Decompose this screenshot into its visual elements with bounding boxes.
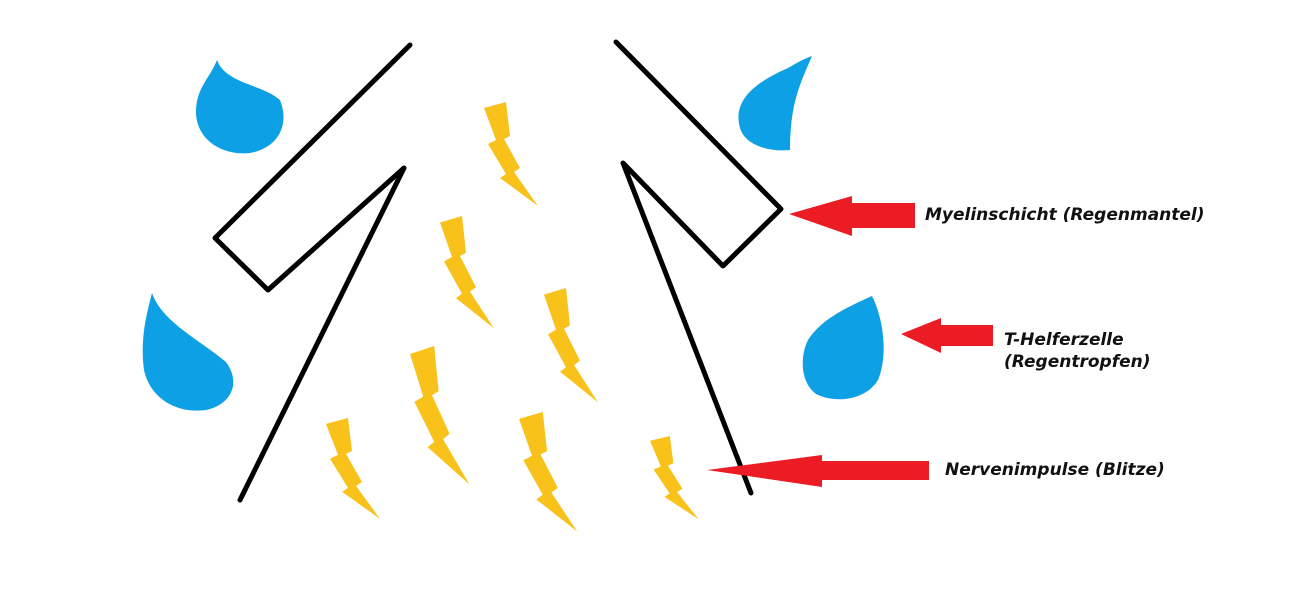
myelin-label-text: Myelinschicht (Regenmantel) [925,205,1205,225]
right-myelin-outline [613,39,784,496]
left-myelin-outline [212,42,413,503]
arrow-left-icon [789,196,915,236]
nerve-impulse-label: Nervenimpulse (Blitze) [945,459,1165,481]
myelin-sheath-lines [212,39,784,503]
raindrop-icon [196,60,284,154]
arrow-left-icon [901,318,993,353]
lightning-bolt-icon [440,216,494,329]
nerve-impulse-label-text: Nervenimpulse (Blitze) [945,460,1165,480]
lightning-bolt-icon [544,288,598,403]
lightning-bolt-icon [519,412,578,532]
t-helper-cell-label: T-Helferzelle (Regentropfen) [1004,329,1151,373]
myelin-label: Myelinschicht (Regenmantel) [925,204,1205,226]
raindrop-icon [142,293,234,411]
raindrop-icon [738,56,812,151]
lightning-bolt-icon [410,346,470,485]
lightning-bolt-icon [484,102,538,206]
t-helper-cell-label-line1: T-Helferzelle [1004,330,1124,350]
lightning-bolts [326,102,699,532]
arrow-left-icon [707,455,929,487]
raindrop-icon [802,296,884,400]
lightning-bolt-icon [650,436,699,520]
lightning-bolt-icon [326,418,380,519]
raindrops [142,56,884,411]
pointer-arrows [707,196,993,487]
t-helper-cell-label-line2: (Regentropfen) [1004,352,1151,372]
